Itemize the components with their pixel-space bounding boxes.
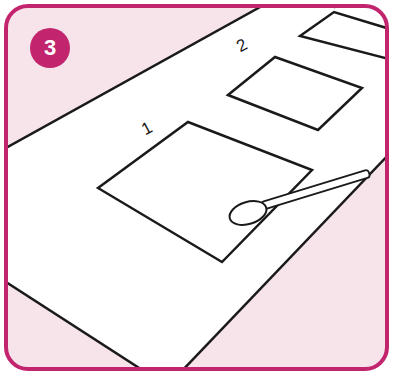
square-outline: [98, 122, 312, 262]
step-badge: 3: [30, 28, 70, 68]
test-square-outline: [228, 57, 362, 130]
swab-stick: [261, 169, 370, 209]
step-number: 3: [44, 37, 56, 59]
test-square: 2: [228, 57, 362, 130]
step-frame: [6, 6, 387, 369]
sheet-edge: [178, 150, 387, 369]
badge-circle: [30, 28, 70, 68]
paper-sheet: [6, 6, 387, 369]
square-number: 2: [234, 36, 250, 55]
swab-tip: [227, 197, 270, 229]
pink-background: [6, 6, 387, 369]
square-number: 1: [139, 119, 155, 138]
square-outline: [228, 57, 362, 130]
cut-off-number: [334, 6, 338, 8]
sheet-edge: [6, 6, 262, 148]
partial-square: [300, 12, 387, 60]
test-square: 1: [98, 122, 312, 262]
sheet-edge: [6, 282, 150, 369]
test-square-outline: [98, 122, 312, 262]
